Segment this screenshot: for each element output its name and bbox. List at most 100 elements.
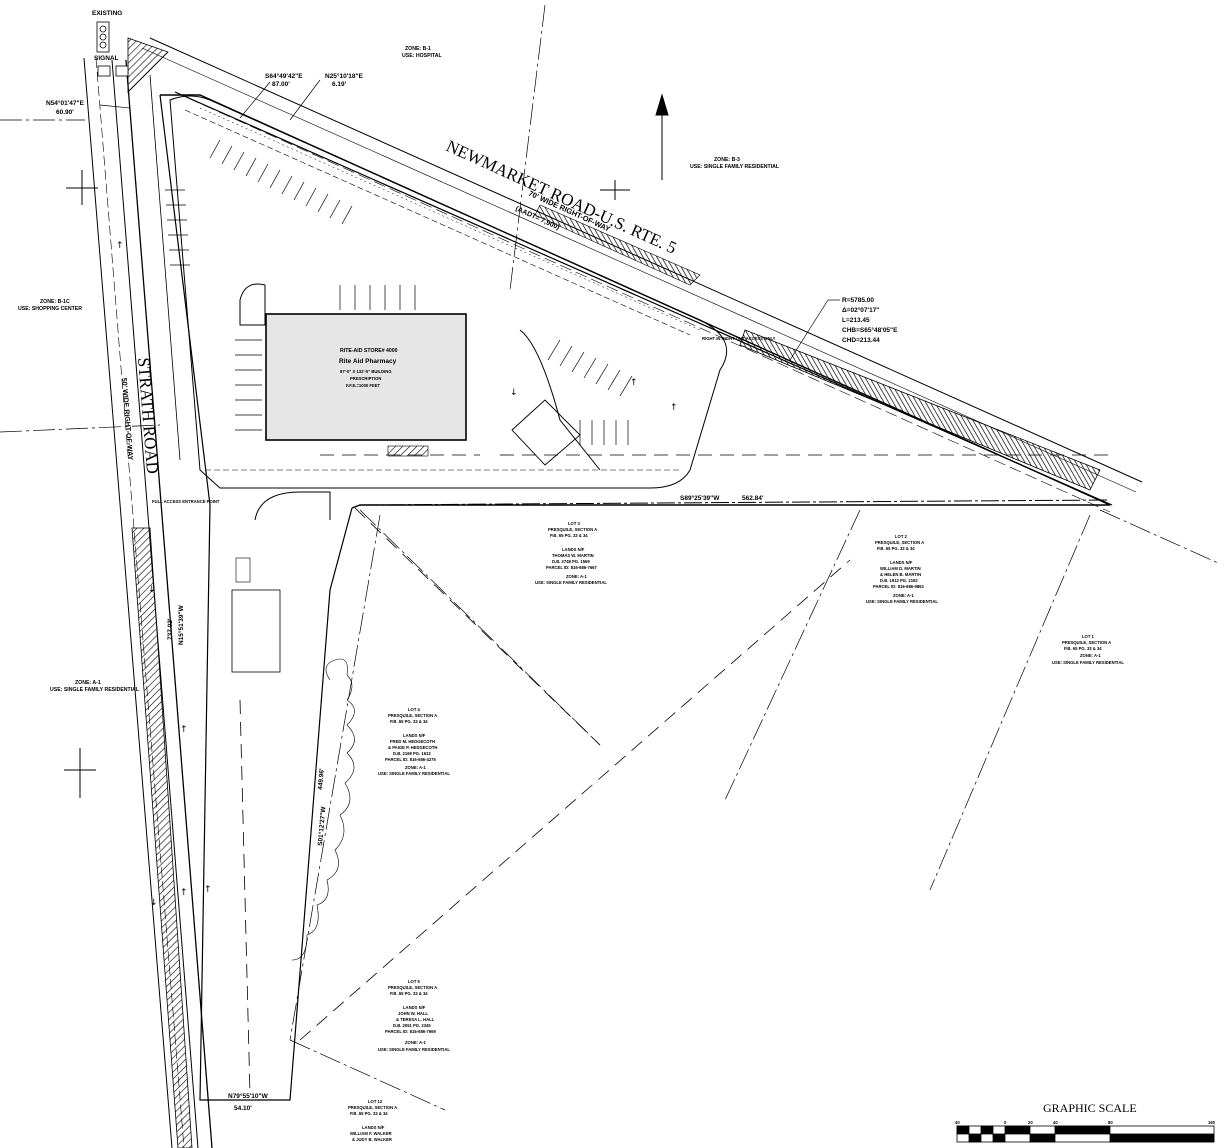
lot-3-section: PRESQUILE, SECTION A [548,527,597,532]
bearing-b2: N25°10'18"E [325,72,364,80]
scale-tick-5: 160 [1208,1120,1216,1125]
lot-12-number: LOT 12 [368,1099,383,1104]
zone-northeast: ZONE: B-3 [714,157,740,163]
svg-text:↓: ↓ [150,898,158,908]
signal-label: SIGNAL [94,55,119,62]
lot-4-owner-2: & PAIGE P. HEDGECOTH [388,745,437,750]
newmarket-road-label: NEWMARKET ROAD-U.S. RTE. 5 [443,136,679,257]
svg-text:↑: ↑ [180,888,188,898]
scale-tick-4: 80 [1108,1120,1113,1125]
lot-5-deed: D.B. 2051 PG. 2345 [393,1023,431,1028]
bottom-line-length: 54.10' [234,1105,252,1112]
lot-5-zone: ZONE: A-1 [405,1040,426,1045]
scale-tick-2: 20 [1028,1120,1033,1125]
corner-hatched-area [127,37,169,93]
lot-3-use: USE: SINGLE FAMILY RESIDENTIAL [535,580,607,585]
zone-west: ZONE: B-1C [40,299,70,305]
lot-2-number: LOT 2 [895,534,908,539]
lot-12-section: PRESQUILE, SECTION A [348,1105,397,1110]
lot-2-deed: D.B. 1912 PG. 2192 [880,578,918,583]
scale-tick-1: 0 [1004,1120,1007,1125]
lot-3-number: LOT 3 [568,521,581,526]
drive-thru-pad [511,399,581,466]
access-full-entrance: FULL ACCESS ENTRANCE POINT [152,499,220,504]
centerline-dashes [239,454,1110,1096]
building-size: 87'-0" X 132'-0" BUILDING [340,369,392,374]
curve-chord-bearing: CHB=S65°48'05"E [842,326,898,334]
svg-text:↑: ↑ [630,378,638,388]
lot-12-owner: WILLIAM F. WALKER [350,1131,392,1136]
strath-row-label: 50' WIDE RIGHT-OF-WAY [120,378,133,461]
lot-2-label: LOT 2 PRESQUILE, SECTION A P.B. 65 PG. 3… [866,534,938,604]
lot-1-zone: ZONE: A-1 [1080,653,1101,658]
traffic-signal-icon [96,21,110,53]
curve-radius: R=5785.00 [842,297,874,304]
zone-north: ZONE: B-1 [405,46,431,52]
dumpster-pad [235,557,251,583]
lot-1-plat-book: P.B. 65 PG. 33 & 34 [1064,646,1102,651]
lot-4-plat-book: P.B. 65 PG. 33 & 34 [390,719,428,724]
west-line-length: 737.02' [167,618,174,640]
lot-4-zone: ZONE: A-1 [405,765,426,770]
lot-2-owner-2: & HELEN B. MARTIN [880,572,921,577]
zone-southwest: ZONE: A-1 [75,680,101,686]
svg-text:↑: ↑ [204,885,212,895]
lot-1-section: PRESQUILE, SECTION A [1062,640,1111,645]
lot-4-use: USE: SINGLE FAMILY RESIDENTIAL [378,771,450,776]
zone-west-use: USE: SHOPPING CENTER [18,306,82,312]
svg-text:↑: ↑ [180,725,188,735]
rite-aid-building [265,313,467,441]
north-arrow-icon [64,93,669,798]
zone-north-use: USE: HOSPITAL [402,53,443,59]
lot-5-plat-book: P.B. 65 PG. 33 & 34 [390,991,428,996]
lot-3-label: LOT 3 PRESQUILE, SECTION A P.B. 65 PG. 3… [535,521,607,585]
svg-text:↑: ↑ [116,241,124,251]
parking-stalls-east [339,285,629,445]
lot-5-label: LOT 5 PRESQUILE, SECTION A P.B. 65 PG. 3… [378,979,450,1052]
south-line-bearing: S89°25'39"W [680,494,720,502]
lot-5-lands: LANDS N/F [403,1005,426,1010]
svg-text:↑: ↑ [670,403,678,413]
bearing-b1-length: 87.00' [272,81,290,88]
lot-4-parcel: PARCEL ID: 816-686-4275 [385,757,436,762]
lot-12-lands: LANDS N/F [362,1125,385,1130]
adjacent-lot-lines [0,4,1219,1111]
lot-2-owner: WILLIAM D. MARTIN [880,566,921,571]
lot-4-number: LOT 4 [408,707,421,712]
parking-stalls-north [209,139,633,397]
bearing-b3: N54°01'47"E [46,99,85,107]
graphic-scale-title: GRAPHIC SCALE [1043,1101,1137,1115]
strath-road-label: STRATH ROAD [134,357,162,475]
bearing-b2-length: 6.19' [332,81,347,88]
stop-signs [97,65,129,77]
zone-southwest-use: USE: SINGLE FAMILY RESIDENTIAL [50,687,140,693]
strath-hatched-strip [131,527,193,1148]
lot-3-lands: LANDS N/F [562,547,585,552]
lot-1-number: LOT 1 [1082,634,1095,639]
lot-2-use: USE: SINGLE FAMILY RESIDENTIAL [866,599,938,604]
curve-delta: Δ=02°07'17" [842,306,879,314]
east-line-length: 449.96' [317,768,326,790]
access-right-in-right-out: RIGHT IN RIGHT OUT ACCESS ONLY [702,336,776,341]
newmarket-hatched-strip-west [534,204,701,286]
proposed-building-pad [231,589,281,673]
lot-1-label: LOT 1 PRESQUILE, SECTION A P.B. 65 PG. 3… [1052,634,1124,665]
lot-5-number: LOT 5 [408,979,421,984]
lot-12-plat-book: P.B. 65 PG. 33 & 34 [350,1111,388,1116]
building-ffe: F.F.E.=1000 FEET [346,383,381,388]
lot-3-deed: D.B. 2748 PG. 1569 [552,559,590,564]
building-store-number: RITE-AID STORE# 4000 [340,348,398,354]
parking-lot [169,95,728,521]
east-line-bearing: S01°12'27"W [316,805,327,846]
lot-3-plat-book: P.B. 65 PG. 33 & 34 [550,533,588,538]
zone-northeast-use: USE: SINGLE FAMILY RESIDENTIAL [690,164,780,170]
building-use: PRESCRIPTION [350,376,381,381]
curve-length: L=213.45 [842,317,870,324]
scale-tick-3: 40 [1053,1120,1058,1125]
lot-5-use: USE: SINGLE FAMILY RESIDENTIAL [378,1047,450,1052]
scale-tick-0: 40 [955,1120,960,1125]
signal-existing-label: EXISTING [92,10,122,17]
bearing-b3-length: 60.90' [56,109,74,116]
lot-4-lands: LANDS N/F [403,733,426,738]
